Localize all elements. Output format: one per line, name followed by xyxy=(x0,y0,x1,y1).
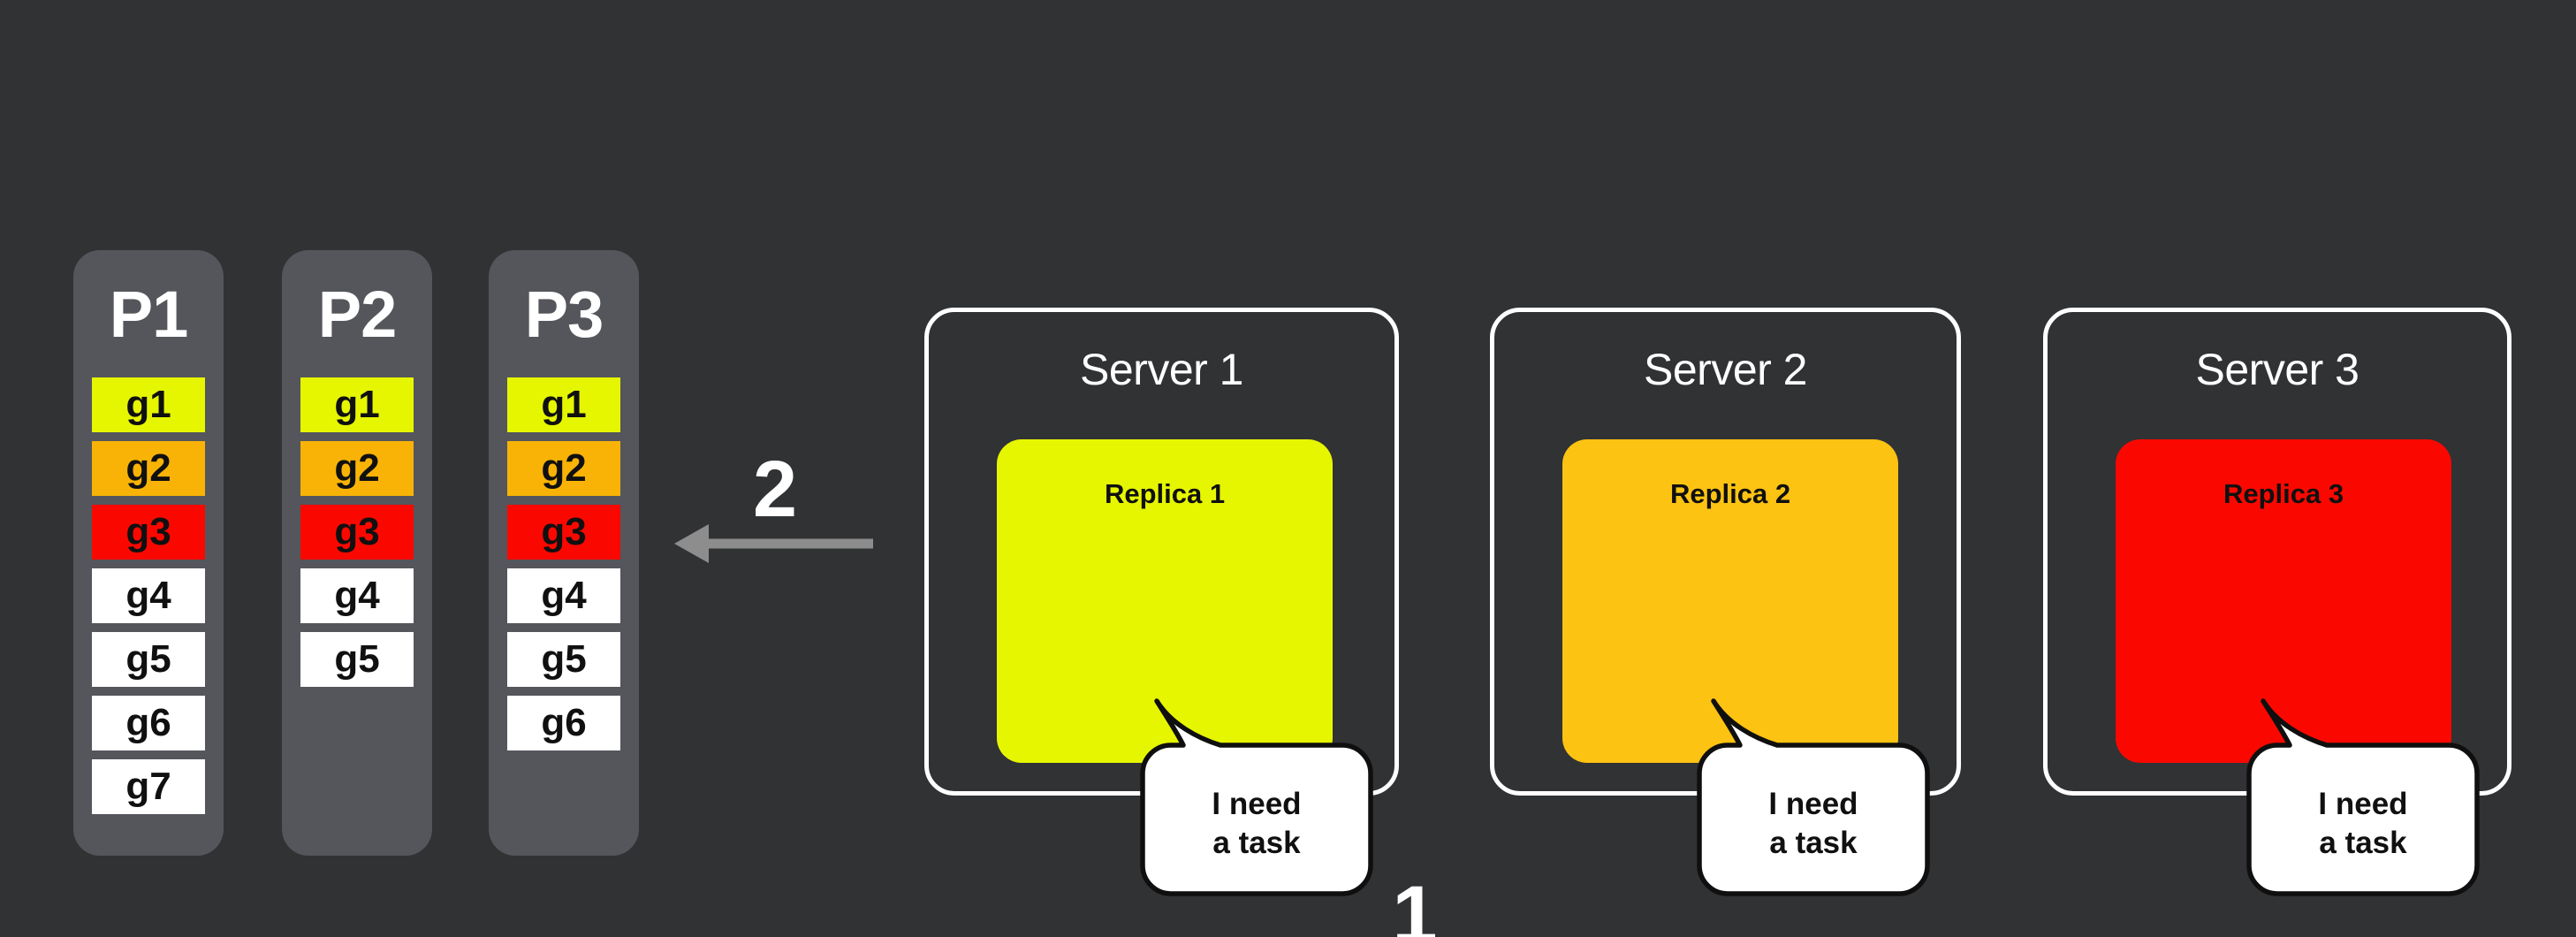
server-title: Server 3 xyxy=(2195,345,2359,394)
bubble-line: a task xyxy=(1212,826,1301,860)
task-chip-g6: g6 xyxy=(92,696,205,750)
task-chip-g1: g1 xyxy=(92,377,205,432)
task-list: g1 g2 g3 g4 g5 g6 g7 xyxy=(73,377,224,823)
task-list: g1 g2 g3 g4 g5 g6 xyxy=(489,377,639,759)
server-title: Server 1 xyxy=(1080,345,1243,394)
task-chip-g6: g6 xyxy=(507,696,620,750)
bubble-line: a task xyxy=(2319,826,2407,860)
task-list: g1 g2 g3 g4 g5 xyxy=(282,377,432,696)
bubble-line: a task xyxy=(1769,826,1858,860)
partition-title: P1 xyxy=(109,277,189,351)
step-1-number: 1 xyxy=(1392,870,1438,937)
task-chip-g7: g7 xyxy=(92,759,205,814)
task-chip-g2: g2 xyxy=(92,441,205,496)
partition-column-p2: P2 g1 g2 g3 g4 g5 xyxy=(282,250,432,856)
replica-label: Replica 2 xyxy=(1669,478,1791,509)
server-2-box: Server 2 Replica 2 xyxy=(1490,308,1961,796)
bubble-text: I need a task xyxy=(1143,745,1371,894)
bubble-line: I need xyxy=(1212,787,1302,821)
task-chip-g4: g4 xyxy=(300,568,414,623)
replica-3-box: Replica 3 xyxy=(2116,439,2451,763)
task-chip-g4: g4 xyxy=(507,568,620,623)
task-chip-g1: g1 xyxy=(300,377,414,432)
speech-bubble-icon xyxy=(2246,698,2480,896)
partition-column-p3: P3 g1 g2 g3 g4 g5 g6 xyxy=(489,250,639,856)
replica-2-box: Replica 2 xyxy=(1562,439,1898,763)
task-chip-g2: g2 xyxy=(507,441,620,496)
bubble-line: I need xyxy=(1768,787,1858,821)
task-chip-g5: g5 xyxy=(507,632,620,687)
replica-label: Replica 3 xyxy=(2223,478,2344,509)
partition-title: P3 xyxy=(524,277,604,351)
partition-column-p1: P1 g1 g2 g3 g4 g5 g6 g7 xyxy=(73,250,224,856)
bubble-text: I need a task xyxy=(1699,745,1927,894)
task-chip-g3: g3 xyxy=(507,505,620,560)
task-chip-g3: g3 xyxy=(300,505,414,560)
task-chip-g5: g5 xyxy=(92,632,205,687)
bubble-text: I need a task xyxy=(2249,745,2477,894)
task-chip-g1: g1 xyxy=(507,377,620,432)
bubble-line: I need xyxy=(2318,787,2408,821)
step-2-number: 2 xyxy=(752,446,798,534)
server-title: Server 2 xyxy=(1644,345,1807,394)
task-chip-g3: g3 xyxy=(92,505,205,560)
speech-bubble-icon xyxy=(1140,698,1373,896)
server-3-box: Server 3 Replica 3 xyxy=(2043,308,2511,796)
task-chip-g5: g5 xyxy=(300,632,414,687)
replica-label: Replica 1 xyxy=(1104,478,1226,509)
task-chip-g2: g2 xyxy=(300,441,414,496)
partition-title: P2 xyxy=(317,277,398,351)
task-chip-g4: g4 xyxy=(92,568,205,623)
speech-bubble-icon xyxy=(1697,698,1930,896)
assign-task-arrow-icon xyxy=(674,524,873,563)
